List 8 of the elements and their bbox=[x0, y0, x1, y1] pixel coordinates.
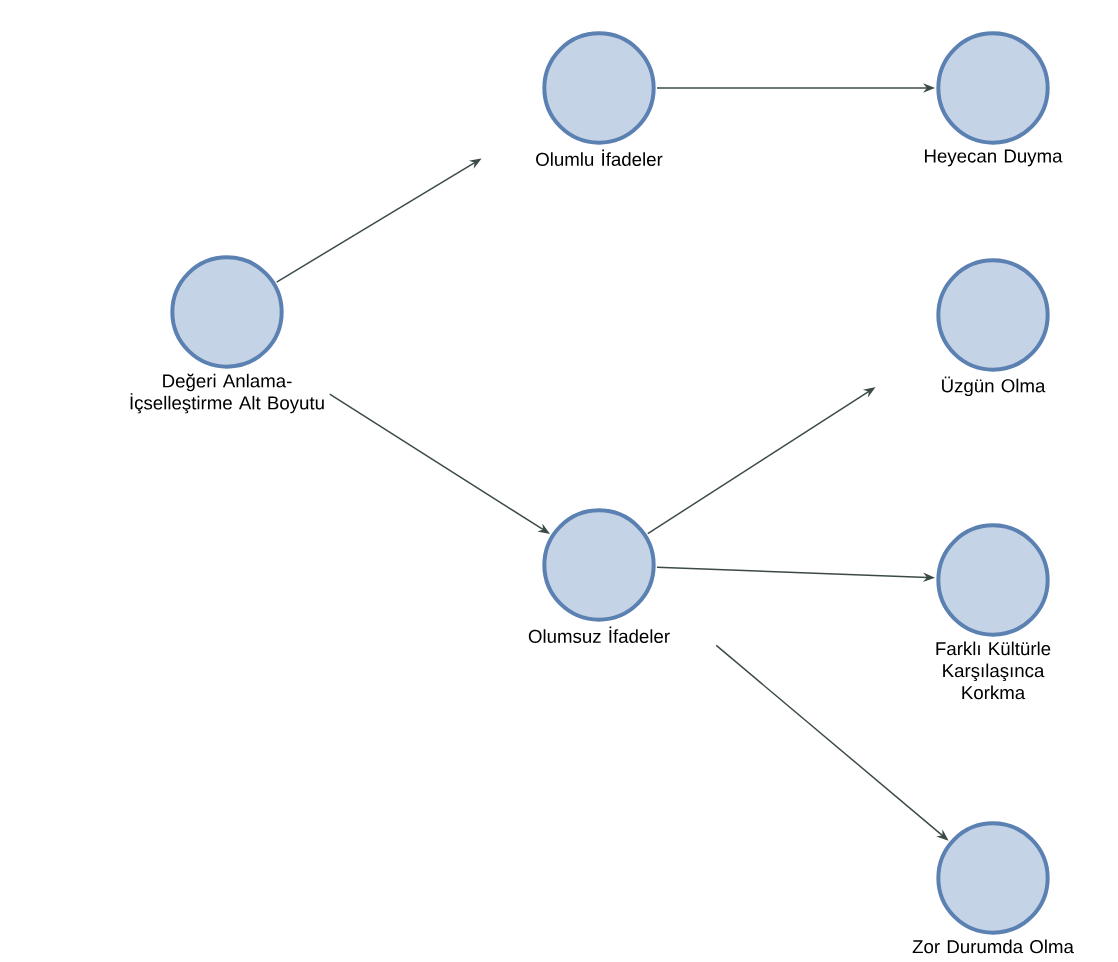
node-label: Olumsuz İfadeler bbox=[528, 626, 670, 643]
node-label: Olumlu İfadeler bbox=[536, 149, 663, 166]
node-label: Heyecan Duyma bbox=[925, 149, 1063, 167]
node-label: Üzgün Olma bbox=[942, 376, 1046, 397]
arrow bbox=[329, 393, 550, 534]
node-label: Zor Durumda Olma bbox=[912, 939, 1074, 954]
node-label: Farklı Kültürle Karşılaşınca Korkma bbox=[936, 641, 1051, 700]
node-label: Değeri Anlama- İçselleştirme Alt Boyutu bbox=[130, 373, 324, 414]
